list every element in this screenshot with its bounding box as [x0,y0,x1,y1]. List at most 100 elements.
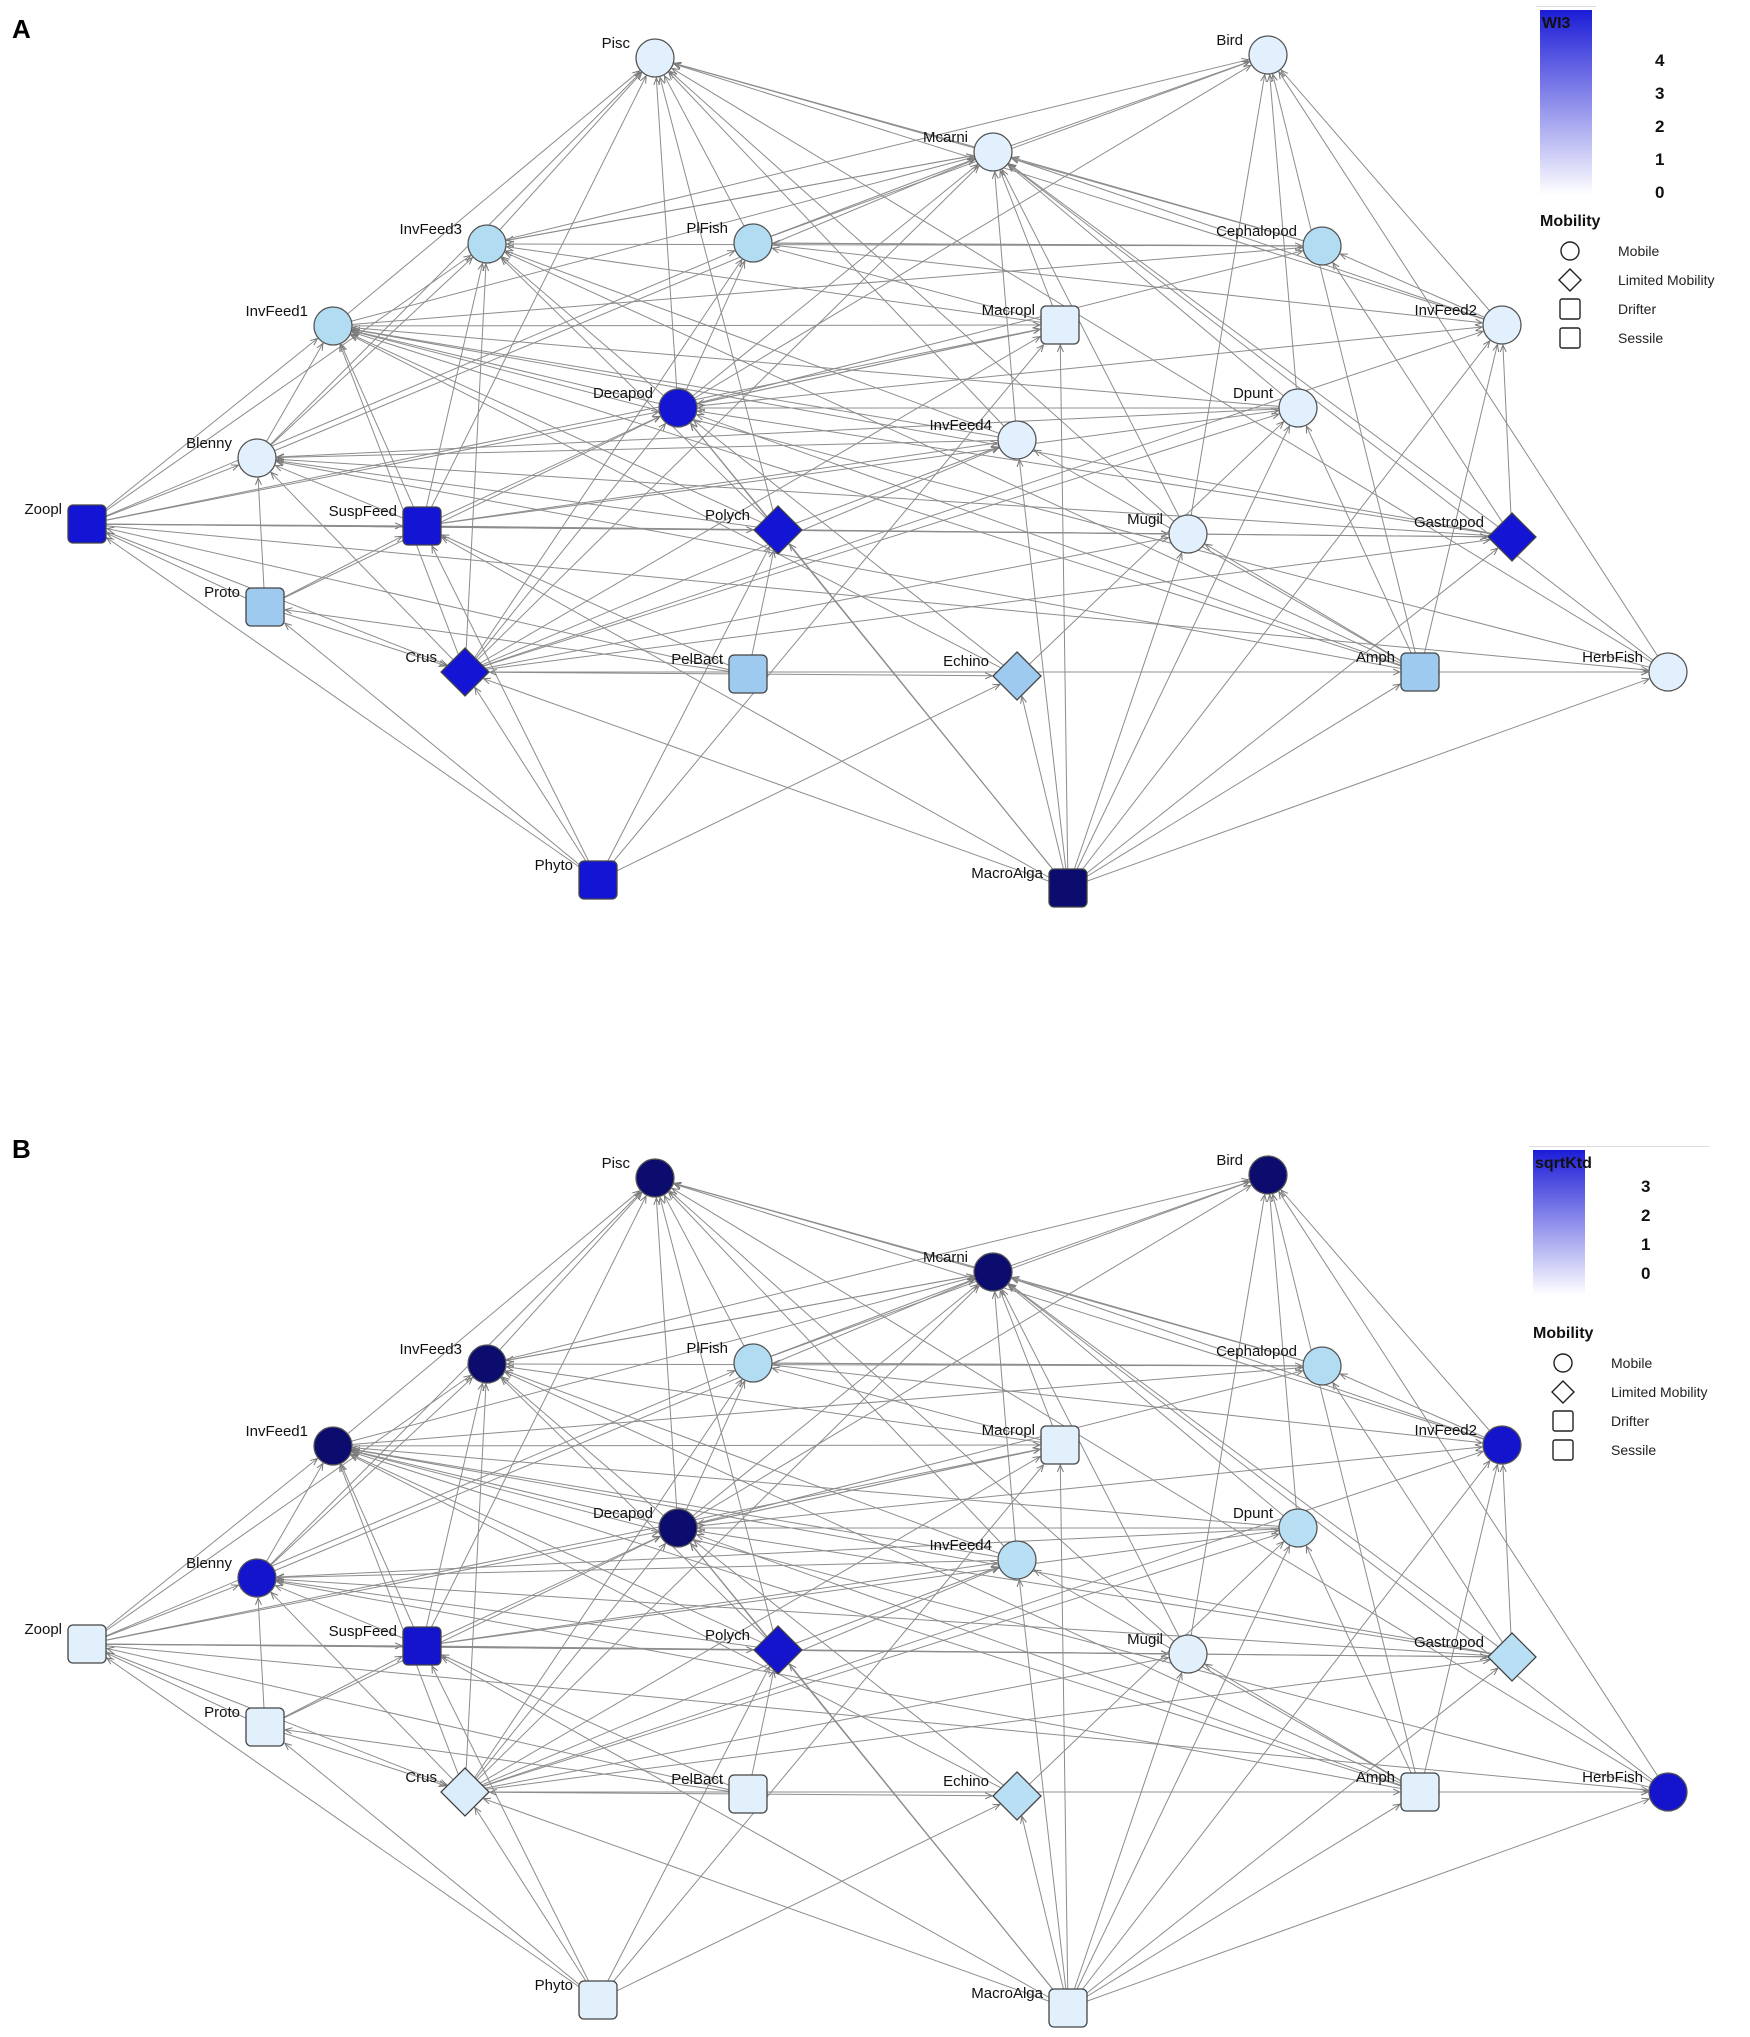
node-pelbact[interactable]: PelBact [671,651,768,694]
node-polych[interactable]: Polych [705,1625,803,1675]
node-cephalopod[interactable]: Cephalopod [1216,1343,1342,1386]
node-label: Mcarni [923,1249,968,1266]
edge-Decapod-InvFeed3 [502,257,679,409]
edge-MacroAlga-InvFeed4 [1019,1580,1069,2009]
node-echino[interactable]: Echino [943,651,1042,701]
legend-square-icon [1559,298,1581,320]
node-crus[interactable]: Crus [405,647,490,697]
node-mugil[interactable]: Mugil [1127,1631,1208,1674]
node-macropl[interactable]: Macropl [982,1422,1080,1465]
edge-Amph-Bird [1273,1194,1421,1793]
node-proto[interactable]: Proto [204,584,285,627]
node-plfish[interactable]: PlFish [686,1340,773,1383]
legend-item-label: Mobile [1611,1355,1652,1371]
node-diamond [992,1771,1042,1821]
node-echino[interactable]: Echino [943,1771,1042,1821]
edge-Phyto-Polych [597,1667,769,2001]
edge-PelBact-Echino [747,1794,992,1796]
node-zoopl[interactable]: Zoopl [24,501,107,544]
node-gastropod[interactable]: Gastropod [1414,1632,1537,1682]
node-phyto[interactable]: Phyto [535,1977,618,2020]
node-label: Macropl [982,302,1035,319]
node-amph[interactable]: Amph [1356,1769,1440,1812]
edge-Proto-SuspFeed [264,536,402,608]
edge-Amph-Bird [1273,74,1421,673]
node-invfeed1[interactable]: InvFeed1 [245,1423,353,1466]
node-invfeed2[interactable]: InvFeed2 [1414,1422,1522,1465]
node-invfeed4[interactable]: InvFeed4 [929,1537,1037,1580]
node-pelbact[interactable]: PelBact [671,1771,768,1814]
edge-Proto-Crus [264,606,446,666]
edge-HerbFish-Bird [1279,1192,1669,1793]
node-crus[interactable]: Crus [405,1767,490,1817]
node-gastropod[interactable]: Gastropod [1414,512,1537,562]
edge-Polych-Pisc [660,77,779,531]
node-invfeed2[interactable]: InvFeed2 [1414,302,1522,345]
node-label: PlFish [686,1340,728,1357]
node-invfeed3[interactable]: InvFeed3 [399,1341,507,1384]
node-bird[interactable]: Bird [1216,1152,1288,1195]
node-decapod[interactable]: Decapod [593,1505,698,1548]
node-label: InvFeed1 [245,1423,308,1440]
node-invfeed3[interactable]: InvFeed3 [399,221,507,264]
node-invfeed4[interactable]: InvFeed4 [929,417,1037,460]
node-circle [1302,1346,1342,1386]
node-bird[interactable]: Bird [1216,32,1288,75]
edge-Crus-InvFeed1 [340,1465,466,1793]
node-dpunt[interactable]: Dpunt [1233,1505,1318,1548]
edge-Gastropod-InvFeed2 [1503,1465,1513,1658]
edge-SuspFeed-Pisc [421,1196,646,1647]
edge-Decapod-Pisc [656,1198,679,1529]
edge-PelBact-Polych [747,1671,774,1795]
node-proto[interactable]: Proto [204,1704,285,1747]
node-decapod[interactable]: Decapod [593,385,698,428]
edge-SuspFeed-Pisc [421,76,646,527]
node-macroalga[interactable]: MacroAlga [971,1985,1088,2028]
edge-Amph-InvFeed2 [1419,345,1497,673]
node-plfish[interactable]: PlFish [686,220,773,263]
node-polych[interactable]: Polych [705,505,803,555]
node-label: Polych [705,1627,750,1644]
node-circle [313,1426,353,1466]
node-herbfish[interactable]: HerbFish [1582,1769,1688,1812]
edge-Gastropod-Cephalopod [1333,1383,1513,1658]
legend-item-label: Sessile [1611,1442,1656,1458]
node-macropl[interactable]: Macropl [982,302,1080,345]
node-amph[interactable]: Amph [1356,649,1440,692]
node-zoopl[interactable]: Zoopl [24,1621,107,1664]
node-mcarni[interactable]: Mcarni [923,129,1013,172]
node-pisc[interactable]: Pisc [602,35,675,78]
node-pisc[interactable]: Pisc [602,1155,675,1198]
node-phyto[interactable]: Phyto [535,857,618,900]
node-label: Bird [1216,32,1243,49]
edge-PlFish-InvFeed2 [752,1362,1482,1443]
edge-Mugil-Mcarni [1002,170,1189,535]
edge-Crus-Decapod [464,424,665,673]
edge-Crus-InvFeed4 [464,1568,999,1793]
edge-InvFeed2-Mcarni [1012,158,1503,326]
node-blenny[interactable]: Blenny [186,435,277,478]
edge-MacroAlga-Macropl [1060,1465,1069,2009]
node-square [728,654,768,694]
edge-Crus-PlFish [464,260,742,673]
legend-square-icon [1559,327,1581,349]
edge-Crus-Blenny [271,472,466,673]
node-blenny[interactable]: Blenny [186,1555,277,1598]
edge-Crus-InvFeed1 [340,345,466,673]
node-dpunt[interactable]: Dpunt [1233,385,1318,428]
node-macroalga[interactable]: MacroAlga [971,865,1088,908]
edge-Blenny-Pisc [256,1192,641,1579]
node-suspfeed[interactable]: SuspFeed [329,503,442,546]
node-invfeed1[interactable]: InvFeed1 [245,303,353,346]
edge-Zoopl-PlFish [86,1371,735,1645]
node-suspfeed[interactable]: SuspFeed [329,1623,442,1666]
node-herbfish[interactable]: HerbFish [1582,649,1688,692]
node-mugil[interactable]: Mugil [1127,511,1208,554]
edge-Polych-InvFeed4 [777,447,998,531]
node-cephalopod[interactable]: Cephalopod [1216,223,1342,266]
node-label: Echino [943,1773,989,1790]
node-mcarni[interactable]: Mcarni [923,1249,1013,1292]
edge-Crus-Mugil [464,538,1168,673]
